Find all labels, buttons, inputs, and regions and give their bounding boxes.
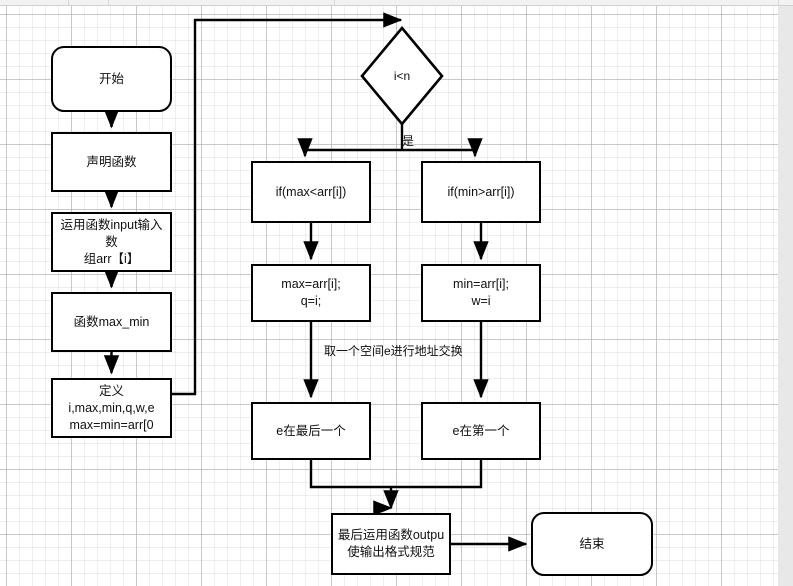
top-toolbar-strip xyxy=(0,0,793,6)
ruler-tick xyxy=(334,0,335,5)
ruler-tick xyxy=(108,0,109,5)
edge-condition-to-if-max xyxy=(297,138,402,158)
node-function-max-min-label: 函数max_min xyxy=(73,314,150,329)
node-assign-min-label: min=arr[i]; w=i xyxy=(453,277,509,308)
diagram-canvas[interactable]: 开始 声明函数 运用函数input输入数 组arr【i】 函数max_min 定… xyxy=(0,6,778,586)
node-declare-function[interactable]: 声明函数 xyxy=(51,132,172,192)
node-e-first[interactable]: e在第一个 xyxy=(421,402,541,460)
node-if-max-less-label: if(max<arr[i]) xyxy=(275,184,347,199)
node-if-min-greater[interactable]: if(min>arr[i]) xyxy=(421,161,541,223)
node-end-label: 结束 xyxy=(579,536,605,551)
node-condition-label: i<n xyxy=(393,69,411,83)
node-e-last-label: e在最后一个 xyxy=(276,423,346,438)
node-assign-max[interactable]: max=arr[i]; q=i; xyxy=(251,264,371,322)
node-assign-max-label: max=arr[i]; q=i; xyxy=(281,277,341,308)
node-output-format[interactable]: 最后运用函数outpu 使输出格式规范 xyxy=(331,513,451,575)
node-if-min-greater-label: if(min>arr[i]) xyxy=(447,184,515,199)
node-function-max-min[interactable]: 函数max_min xyxy=(51,292,172,352)
node-input-array[interactable]: 运用函数input输入数 组arr【i】 xyxy=(51,212,172,272)
node-e-first-label: e在第一个 xyxy=(452,423,510,438)
node-condition-i-lt-n[interactable]: i<n xyxy=(360,26,444,126)
edge-condition-to-if-min xyxy=(402,138,483,158)
node-if-max-less[interactable]: if(max<arr[i]) xyxy=(251,161,371,223)
ruler-tick xyxy=(68,0,69,5)
diamond-shape-icon xyxy=(360,26,444,126)
node-e-last[interactable]: e在最后一个 xyxy=(251,402,371,460)
ruler-tick xyxy=(778,0,779,5)
edge-label-address-swap: 取一个空间e进行地址交换 xyxy=(324,344,463,358)
node-output-format-label: 最后运用函数outpu 使输出格式规范 xyxy=(337,528,445,559)
canvas-right-gutter xyxy=(778,6,793,586)
node-input-array-label: 运用函数input输入数 组arr【i】 xyxy=(60,217,163,266)
node-start[interactable]: 开始 xyxy=(51,46,172,112)
node-end[interactable]: 结束 xyxy=(531,512,653,576)
node-assign-min[interactable]: min=arr[i]; w=i xyxy=(421,264,541,322)
node-define-variables-label: 定义i,max,min,q,w,e max=min=arr[0 xyxy=(68,383,155,432)
node-declare-function-label: 声明函数 xyxy=(86,154,137,169)
merge-bus-left xyxy=(309,456,483,489)
node-start-label: 开始 xyxy=(98,71,124,86)
edge-label-yes: 是 xyxy=(402,134,415,148)
node-define-variables[interactable]: 定义i,max,min,q,w,e max=min=arr[0 xyxy=(51,378,172,438)
